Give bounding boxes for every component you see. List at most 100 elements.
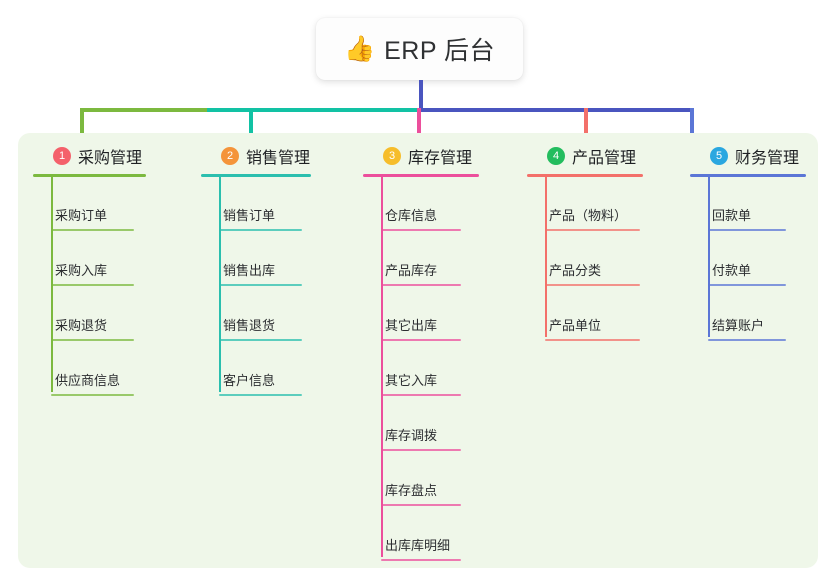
leaf-item[interactable]: 产品单位	[527, 315, 640, 341]
leaf-item[interactable]: 其它出库	[363, 315, 461, 341]
column-badge-1: 1	[53, 147, 71, 165]
column-badge-2: 2	[221, 147, 239, 165]
connector-drop-3	[417, 108, 421, 154]
connector-drop-4	[584, 108, 588, 154]
connector-drop-5	[690, 108, 694, 154]
leaf-item[interactable]: 付款单	[690, 260, 786, 286]
leaf-item-underline	[219, 339, 302, 341]
leaf-item-label: 采购入库	[55, 263, 108, 278]
leaf-item[interactable]: 库存调拨	[363, 425, 461, 451]
column-title-4: 产品管理	[572, 150, 637, 167]
connector-drop-1	[80, 108, 84, 154]
column-header-underline	[363, 174, 479, 177]
leaf-item-label: 结算账户	[712, 318, 765, 333]
leaf-item-label: 产品分类	[549, 263, 602, 278]
diagram-panel	[18, 133, 818, 568]
leaf-item-underline	[545, 229, 640, 231]
column-title-3: 库存管理	[408, 150, 473, 167]
leaf-item-underline	[708, 229, 786, 231]
leaf-item-underline	[219, 229, 302, 231]
column-title-1: 采购管理	[78, 150, 143, 167]
column-header-row: 5 财务管理	[690, 143, 806, 169]
connector-bus-blue	[419, 108, 694, 112]
leaf-item[interactable]: 客户信息	[201, 370, 302, 396]
column-header-underline	[690, 174, 806, 177]
leaf-item-label: 采购退货	[55, 318, 108, 333]
leaf-item[interactable]: 回款单	[690, 205, 786, 231]
column-header-4[interactable]: 4 产品管理	[527, 143, 643, 177]
column-badge-4: 4	[547, 147, 565, 165]
column-header-5[interactable]: 5 财务管理	[690, 143, 806, 177]
column-header-row: 3 库存管理	[363, 143, 479, 169]
column-title-5: 财务管理	[735, 150, 800, 167]
leaf-item-label: 其它出库	[385, 318, 438, 333]
connector-root-stem	[419, 80, 423, 110]
leaf-item[interactable]: 产品分类	[527, 260, 640, 286]
leaf-item[interactable]: 销售订单	[201, 205, 302, 231]
leaf-item[interactable]: 供应商信息	[33, 370, 134, 396]
leaf-item[interactable]: 其它入库	[363, 370, 461, 396]
leaf-item-label: 销售出库	[223, 263, 276, 278]
leaf-item-underline	[381, 394, 461, 396]
leaf-item[interactable]: 采购入库	[33, 260, 134, 286]
column-header-row: 4 产品管理	[527, 143, 643, 169]
leaf-item-underline	[51, 229, 134, 231]
leaf-item-underline	[708, 284, 786, 286]
root-node-content: 👍 ERP 后台	[344, 31, 495, 67]
column-spine-4	[545, 177, 547, 337]
leaf-item-underline	[545, 284, 640, 286]
leaf-item-label: 出库库明细	[385, 538, 451, 553]
leaf-item-label: 库存盘点	[385, 483, 438, 498]
leaf-item-label: 其它入库	[385, 373, 438, 388]
leaf-item-underline	[381, 504, 461, 506]
column-badge-3: 3	[383, 147, 401, 165]
leaf-item-underline	[51, 284, 134, 286]
leaf-item[interactable]: 采购订单	[33, 205, 134, 231]
leaf-item-underline	[381, 339, 461, 341]
leaf-item[interactable]: 出库库明细	[363, 535, 461, 561]
root-title: ERP 后台	[384, 37, 496, 65]
leaf-item-label: 仓库信息	[385, 208, 438, 223]
leaf-item-underline	[219, 394, 302, 396]
leaf-item-label: 付款单	[712, 263, 752, 278]
leaf-item-label: 回款单	[712, 208, 752, 223]
connector-bus-green	[80, 108, 209, 112]
column-header-underline	[33, 174, 146, 177]
leaf-item-label: 销售退货	[223, 318, 276, 333]
column-spine-3	[381, 177, 383, 557]
thumbs-up-icon: 👍	[343, 34, 376, 63]
leaf-item-underline	[51, 394, 134, 396]
leaf-item-underline	[51, 339, 134, 341]
leaf-item-underline	[545, 339, 640, 341]
column-header-row: 1 采购管理	[33, 143, 146, 169]
leaf-item-underline	[381, 229, 461, 231]
leaf-item-underline	[381, 284, 461, 286]
leaf-item[interactable]: 采购退货	[33, 315, 134, 341]
column-header-underline	[527, 174, 643, 177]
leaf-item-label: 销售订单	[223, 208, 276, 223]
leaf-item-underline	[219, 284, 302, 286]
column-title-2: 销售管理	[246, 150, 311, 167]
column-header-underline	[201, 174, 311, 177]
leaf-item[interactable]: 结算账户	[690, 315, 786, 341]
leaf-item[interactable]: 销售退货	[201, 315, 302, 341]
column-spine-5	[708, 177, 710, 337]
connector-drop-2	[249, 108, 253, 154]
column-badge-5: 5	[710, 147, 728, 165]
leaf-item-underline	[381, 449, 461, 451]
leaf-item-label: 供应商信息	[55, 373, 121, 388]
leaf-item[interactable]: 产品（物料）	[527, 205, 640, 231]
leaf-item[interactable]: 销售出库	[201, 260, 302, 286]
root-node[interactable]: 👍 ERP 后台	[316, 18, 523, 80]
leaf-item[interactable]: 仓库信息	[363, 205, 461, 231]
connector-bus-teal	[207, 108, 421, 112]
leaf-item-label: 客户信息	[223, 373, 276, 388]
leaf-item-label: 产品（物料）	[549, 208, 628, 223]
column-header-row: 2 销售管理	[201, 143, 311, 169]
column-header-2[interactable]: 2 销售管理	[201, 143, 311, 177]
column-header-3[interactable]: 3 库存管理	[363, 143, 479, 177]
leaf-item[interactable]: 库存盘点	[363, 480, 461, 506]
leaf-item[interactable]: 产品库存	[363, 260, 461, 286]
column-header-1[interactable]: 1 采购管理	[33, 143, 146, 177]
